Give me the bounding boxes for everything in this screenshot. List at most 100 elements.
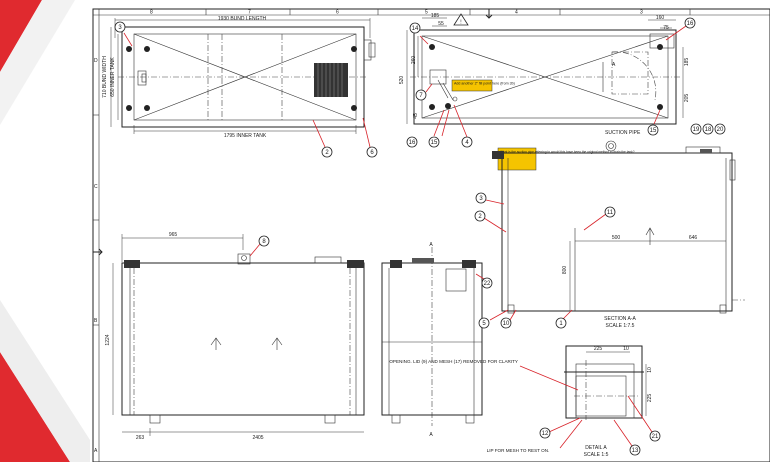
dim: 10 bbox=[647, 367, 653, 373]
dim: 160 bbox=[656, 15, 665, 21]
dim: 185 bbox=[431, 13, 440, 19]
section-a-a: What is the suction pipe referring to wo… bbox=[474, 123, 745, 329]
balloon: 19 bbox=[690, 123, 702, 135]
svg-text:4: 4 bbox=[465, 140, 469, 146]
zone-letter: B bbox=[94, 318, 98, 324]
front-view: 965 1224 263 2405 8 bbox=[105, 232, 365, 441]
zone-letter: A bbox=[94, 448, 98, 454]
dim: 500 bbox=[612, 235, 621, 241]
balloon: 10 bbox=[500, 317, 512, 329]
svg-text:3: 3 bbox=[118, 25, 122, 31]
zone-number: 4 bbox=[515, 10, 518, 16]
balloon: 12 bbox=[539, 427, 551, 439]
zone-number: 8 bbox=[150, 10, 153, 16]
note-text: What is the suction pipe referring to wo… bbox=[500, 150, 635, 154]
dim: 10 bbox=[623, 346, 629, 352]
balloon: 15 bbox=[647, 124, 659, 136]
balloon: 18 bbox=[702, 123, 714, 135]
balloon: 2 bbox=[474, 210, 486, 222]
balloon: 11 bbox=[604, 206, 616, 218]
balloon: 6 bbox=[366, 146, 378, 158]
balloon: 1 bbox=[555, 317, 567, 329]
svg-text:1: 1 bbox=[559, 321, 563, 327]
dim: 2405 bbox=[252, 435, 263, 441]
zone-letter: D bbox=[94, 58, 98, 64]
zone-number: 7 bbox=[248, 10, 251, 16]
balloon: 5 bbox=[478, 317, 490, 329]
balloon: 16 bbox=[406, 136, 418, 148]
balloon: 2 bbox=[321, 146, 333, 158]
dim: 205 bbox=[684, 94, 690, 103]
svg-text:16: 16 bbox=[409, 140, 416, 146]
dim: 800 bbox=[562, 266, 568, 275]
balloon: 22 bbox=[481, 277, 493, 289]
svg-text:22: 22 bbox=[484, 281, 491, 287]
dim: 260 bbox=[411, 56, 417, 65]
svg-text:12: 12 bbox=[542, 431, 549, 437]
svg-text:6: 6 bbox=[370, 150, 374, 156]
section-scale: SCALE 1:7.5 bbox=[606, 323, 635, 329]
detail-a: OPENING. LID (9) AND MESH (17) REMOVED F… bbox=[389, 345, 661, 458]
suction-pipe bbox=[605, 140, 617, 152]
balloon: 15 bbox=[428, 136, 440, 148]
dim: 225 bbox=[594, 346, 603, 352]
section-caption: SECTION A-A bbox=[604, 316, 636, 322]
top-end-view: A 185 55 160 75 520 260 185 205 45 ! Add… bbox=[399, 13, 696, 148]
svg-text:19: 19 bbox=[693, 127, 700, 133]
svg-text:18: 18 bbox=[705, 127, 712, 133]
suction-pipe-label: SUCTION PIPE bbox=[605, 130, 641, 136]
svg-text:13: 13 bbox=[632, 448, 639, 454]
dim: 185 bbox=[684, 58, 690, 67]
detail-caption: DETAIL A bbox=[585, 445, 607, 451]
balloon: 13 bbox=[629, 444, 641, 456]
svg-text:20: 20 bbox=[717, 127, 724, 133]
balloon: 3 bbox=[114, 21, 126, 33]
svg-text:!: ! bbox=[460, 20, 461, 26]
svg-text:16: 16 bbox=[687, 21, 694, 27]
svg-text:5: 5 bbox=[482, 321, 486, 327]
lip-note: LIP FOR MESH TO REST ON. bbox=[487, 448, 550, 453]
section-marker: A bbox=[429, 432, 433, 438]
svg-text:10: 10 bbox=[503, 321, 510, 327]
zone-number: 3 bbox=[640, 10, 643, 16]
warning-icon bbox=[453, 13, 469, 26]
dim: 1224 bbox=[105, 334, 111, 345]
dim: 45 bbox=[413, 113, 419, 119]
svg-text:7: 7 bbox=[419, 93, 423, 99]
svg-text:14: 14 bbox=[412, 26, 419, 32]
svg-text:2: 2 bbox=[478, 214, 482, 220]
mesh-grille bbox=[314, 63, 348, 97]
balloon: 7 bbox=[415, 89, 427, 101]
dim: 646 bbox=[689, 235, 698, 241]
dim: 520 bbox=[399, 76, 405, 85]
dim: 263 bbox=[136, 435, 145, 441]
dim-bund-length: 1930 BUND LENGTH bbox=[218, 16, 267, 22]
svg-text:11: 11 bbox=[607, 210, 614, 216]
dim: 75 bbox=[663, 25, 669, 31]
svg-text:21: 21 bbox=[652, 434, 659, 440]
yellow-note bbox=[451, 79, 493, 92]
svg-text:3: 3 bbox=[479, 196, 483, 202]
dim-inner-tank: 1795 INNER TANK bbox=[224, 133, 267, 139]
zone-number: 6 bbox=[336, 10, 339, 16]
dim: 965 bbox=[169, 232, 178, 238]
side-view: A A 22 bbox=[381, 242, 493, 438]
balloon: 14 bbox=[409, 22, 421, 34]
section-marker: A bbox=[429, 242, 433, 248]
dim: 55 bbox=[438, 21, 444, 27]
balloon: 20 bbox=[714, 123, 726, 135]
balloon: 16 bbox=[684, 17, 696, 29]
note-text: Add another 2" fill point here (from 3b) bbox=[454, 82, 515, 86]
red-corner-decoration bbox=[0, 0, 90, 462]
section-body bbox=[501, 152, 733, 312]
svg-text:15: 15 bbox=[650, 128, 657, 134]
svg-text:8: 8 bbox=[262, 239, 266, 245]
section-letter: A bbox=[612, 62, 616, 68]
dim-bund-width: 710 BUND WIDTH bbox=[102, 56, 108, 98]
dim: 225 bbox=[647, 394, 653, 403]
dim-inner-tank-side: 650 INNER TANK bbox=[110, 57, 116, 97]
detail-scale: SCALE 1:5 bbox=[584, 452, 609, 458]
zone-letter: C bbox=[94, 184, 98, 190]
